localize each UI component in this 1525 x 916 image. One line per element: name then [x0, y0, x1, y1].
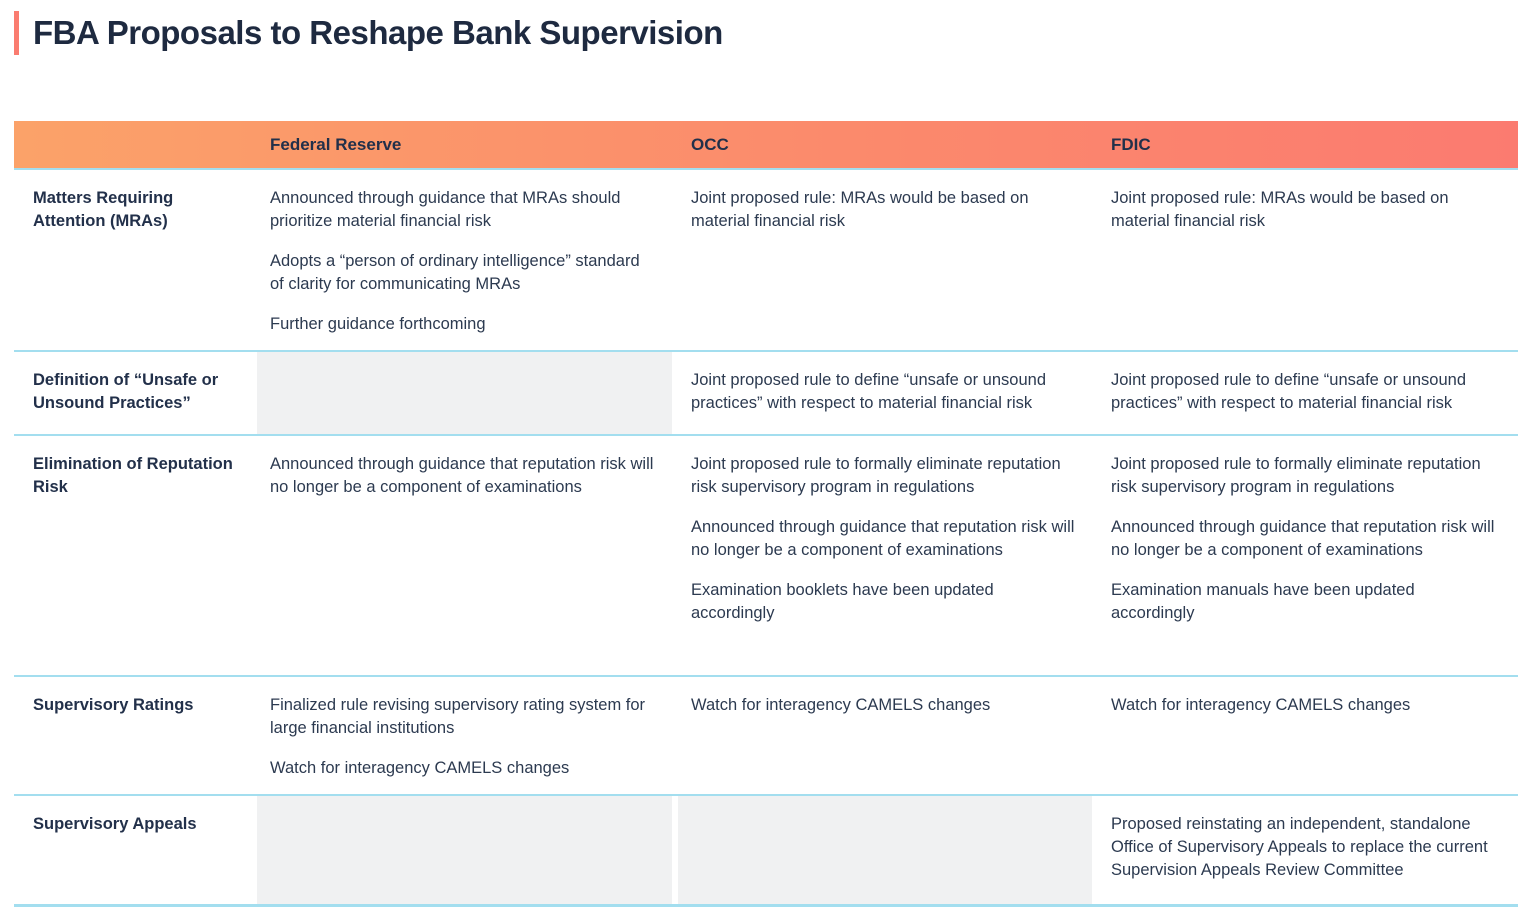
table-row-supervisory-ratings: Supervisory Ratings Finalized rule revis… [14, 675, 1518, 794]
cell-paragraph: Finalized rule revising supervisory rati… [270, 696, 646, 737]
comparison-table: Federal Reserve OCC FDIC Matters Requiri… [14, 121, 1518, 907]
cell-reputation-risk-occ: Joint proposed rule to formally eliminat… [678, 436, 1098, 675]
table-header-row: Federal Reserve OCC FDIC [14, 121, 1518, 168]
cell-supervisory-appeals-occ-empty [678, 796, 1098, 904]
cell-unsafe-unsound-federal-reserve-empty [257, 352, 678, 434]
cell-paragraph: Watch for interagency CAMELS changes [1111, 696, 1411, 714]
cell-mras-occ: Joint proposed rule: MRAs would be based… [678, 170, 1098, 350]
cell-supervisory-ratings-fdic: Watch for interagency CAMELS changes [1098, 677, 1518, 794]
cell-paragraph: Joint proposed rule to formally eliminat… [1111, 455, 1481, 496]
row-label-supervisory-ratings: Supervisory Ratings [33, 696, 194, 714]
cell-paragraph: Watch for interagency CAMELS changes [691, 696, 991, 714]
cell-supervisory-ratings-occ: Watch for interagency CAMELS changes [678, 677, 1098, 794]
table-row-reputation-risk: Elimination of Reputation Risk Announced… [14, 434, 1518, 675]
header-occ: OCC [691, 134, 729, 154]
cell-paragraph: Examination booklets have been updated a… [691, 581, 994, 622]
row-label-reputation-risk: Elimination of Reputation Risk [33, 455, 233, 496]
cell-paragraph: Announced through guidance that reputati… [691, 518, 1075, 559]
header-fdic: FDIC [1111, 134, 1151, 154]
cell-paragraph: Joint proposed rule to define “unsafe or… [691, 371, 1046, 412]
row-label-mras: Matters Requiring Attention (MRAs) [33, 189, 174, 230]
page-header: FBA Proposals to Reshape Bank Supervisio… [14, 0, 1525, 55]
cell-paragraph: Joint proposed rule to formally eliminat… [691, 455, 1061, 496]
cell-paragraph: Proposed reinstating an independent, sta… [1111, 815, 1488, 879]
cell-supervisory-ratings-federal-reserve: Finalized rule revising supervisory rati… [257, 677, 678, 794]
cell-paragraph: Watch for interagency CAMELS changes [270, 759, 570, 777]
page-title: FBA Proposals to Reshape Bank Supervisio… [33, 13, 723, 51]
cell-paragraph: Further guidance forthcoming [270, 315, 486, 333]
row-label-unsafe-unsound: Definition of “Unsafe or Unsound Practic… [33, 371, 219, 412]
cell-paragraph: Joint proposed rule: MRAs would be based… [691, 189, 1029, 230]
cell-supervisory-appeals-federal-reserve-empty [257, 796, 678, 904]
cell-mras-federal-reserve: Announced through guidance that MRAs sho… [257, 170, 678, 350]
cell-paragraph: Announced through guidance that MRAs sho… [270, 189, 621, 230]
cell-reputation-risk-federal-reserve: Announced through guidance that reputati… [257, 436, 678, 675]
row-label-supervisory-appeals: Supervisory Appeals [33, 815, 197, 833]
cell-reputation-risk-fdic: Joint proposed rule to formally eliminat… [1098, 436, 1518, 675]
cell-supervisory-appeals-fdic: Proposed reinstating an independent, sta… [1098, 796, 1518, 904]
table-row-supervisory-appeals: Supervisory Appeals Proposed reinstating… [14, 794, 1518, 904]
cell-unsafe-unsound-occ: Joint proposed rule to define “unsafe or… [678, 352, 1098, 434]
cell-paragraph: Announced through guidance that reputati… [270, 455, 654, 496]
cell-mras-fdic: Joint proposed rule: MRAs would be based… [1098, 170, 1518, 350]
title-accent-bar [14, 11, 19, 55]
cell-paragraph: Adopts a “person of ordinary intelligenc… [270, 252, 640, 293]
table-row-unsafe-unsound: Definition of “Unsafe or Unsound Practic… [14, 350, 1518, 434]
cell-paragraph: Announced through guidance that reputati… [1111, 518, 1495, 559]
table-row-mras: Matters Requiring Attention (MRAs) Annou… [14, 168, 1518, 350]
cell-paragraph: Examination manuals have been updated ac… [1111, 581, 1415, 622]
cell-paragraph: Joint proposed rule to define “unsafe or… [1111, 371, 1466, 412]
cell-unsafe-unsound-fdic: Joint proposed rule to define “unsafe or… [1098, 352, 1518, 434]
cell-paragraph: Joint proposed rule: MRAs would be based… [1111, 189, 1449, 230]
header-federal-reserve: Federal Reserve [270, 134, 402, 154]
